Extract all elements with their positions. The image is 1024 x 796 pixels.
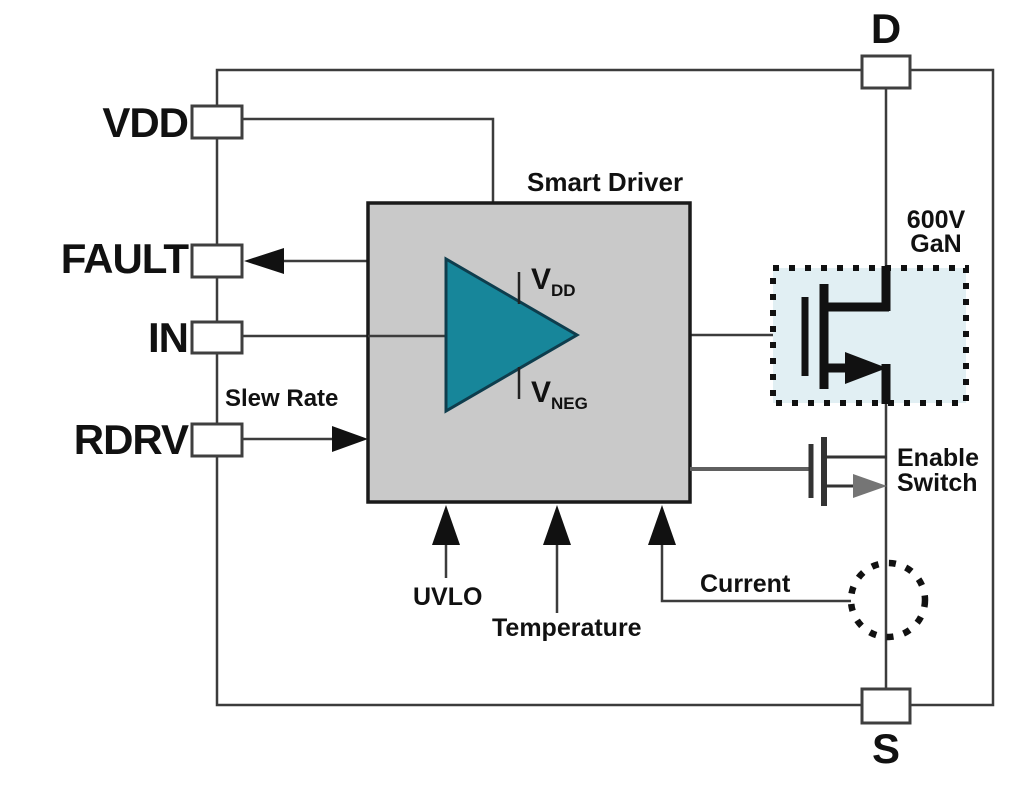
amp-vneg-label: VNEG [531,376,588,414]
amp-vdd-label: VDD [531,263,576,301]
slew-rate-label: Slew Rate [225,385,339,412]
uvlo-arrow-icon [432,505,460,545]
pin-box-in [190,320,244,355]
current-arrow-icon [648,505,676,545]
gan-label-line2: GaN [910,230,962,258]
outer-boundary-rect [215,68,995,707]
amp-vdd-main: V [531,263,552,296]
pin-box-rdrv [190,422,244,458]
enable-switch-line1: Enable [897,444,979,472]
enable-switch-line2: Switch [897,469,978,497]
pin-box-fault [190,243,244,279]
pin-label-vdd: VDD [102,99,189,146]
amp-vneg-main: V [531,376,552,409]
temperature-arrow-icon [543,505,571,545]
temperature-label: Temperature [492,614,642,642]
enable-arrow-icon [853,474,887,498]
gan-label-line1: 600V [906,206,966,234]
smart-driver-title: Smart Driver [527,167,684,197]
current-line [660,540,851,603]
pin-box-drain [860,54,912,90]
pin-label-source: S [871,725,900,772]
wire-vdd-to-driver [242,117,495,203]
fault-arrow-icon [244,248,284,274]
enable-switch-icon [690,437,887,506]
gan-label: 600V GaN [893,206,979,258]
pin-label-drain: D [870,5,902,52]
pin-box-vdd [190,104,244,140]
pin-label-rdrv: RDRV [73,416,189,463]
rdrv-arrow-icon [332,426,368,452]
uvlo-label: UVLO [413,583,483,611]
pin-label-in: IN [148,314,189,361]
amplifier-triangle [444,256,580,414]
current-label: Current [700,570,791,598]
current-sense-circle-icon [847,559,929,641]
pin-label-fault: FAULT [60,235,189,282]
gan-transistor-icon [801,266,891,404]
amp-vdd-sub: DD [551,281,576,300]
pin-box-source [860,687,912,725]
amp-vneg-sub: NEG [551,394,588,413]
enable-switch-label: Enable Switch [897,446,979,496]
